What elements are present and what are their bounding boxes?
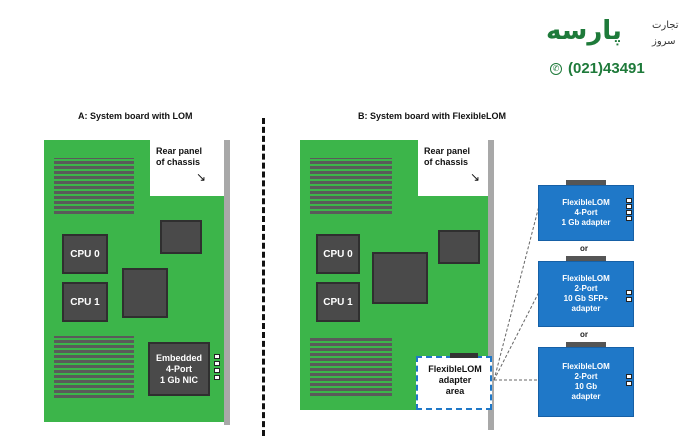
- right-cpu1: CPU 1: [316, 282, 360, 322]
- left-rear-arrow-icon: ↘: [196, 170, 207, 184]
- left-chassis-panel: [224, 140, 230, 425]
- right-adapter-connector: [450, 353, 478, 358]
- flexiblelom-card-3: FlexibleLOM 2-Port 10 Gb adapter: [538, 347, 634, 417]
- flexiblelom-card-2: FlexibleLOM 2-Port 10 Gb SFP+ adapter: [538, 261, 634, 327]
- phone-icon: ✆: [550, 63, 562, 75]
- leader-lines: [493, 201, 541, 381]
- brand-name: پارسه: [546, 16, 622, 46]
- left-rear-notch: [150, 140, 224, 196]
- flexiblelom-card-1: FlexibleLOM 4-Port 1 Gb adapter: [538, 185, 634, 241]
- left-title: A: System board with LOM: [78, 111, 193, 121]
- or-label-2: or: [580, 330, 588, 339]
- right-dimm-bank-bottom: [310, 336, 392, 396]
- right-title: B: System board with FlexibleLOM: [358, 111, 507, 121]
- right-chassis-panel: [488, 140, 494, 430]
- left-embedded-nic: Embedded 4-Port 1 Gb NIC: [148, 342, 210, 396]
- right-rear-arrow-icon: ↘: [470, 170, 481, 184]
- left-dimm-bank-bottom: [54, 336, 134, 398]
- left-chip-small: [160, 220, 202, 254]
- card-connector-1: [566, 180, 606, 185]
- left-dimm-bank-top: [54, 158, 134, 214]
- right-chip-large: [372, 252, 428, 304]
- brand-subtitle-1: تجارت: [652, 20, 679, 31]
- card1-ports: [626, 198, 632, 221]
- left-cpu0: CPU 0: [62, 234, 108, 274]
- divider: [262, 118, 265, 436]
- brand-subtitle-2: سروز: [652, 36, 676, 47]
- phone-number: (021)43491: [568, 60, 645, 77]
- card3-ports: [626, 374, 632, 386]
- right-rear-notch: [418, 140, 488, 196]
- brand-logo: پارسه تجارت سروز ✆ (021)43491: [540, 14, 680, 84]
- right-dimm-bank-top: [310, 158, 392, 214]
- left-rear-panel-label: Rear panel of chassis: [156, 146, 203, 167]
- card-connector-2: [566, 256, 606, 261]
- right-rear-panel-label: Rear panel of chassis: [424, 146, 471, 167]
- card-connector-3: [566, 342, 606, 347]
- or-label-1: or: [580, 244, 588, 253]
- right-adapter-area: [416, 356, 492, 410]
- right-cpu0: CPU 0: [316, 234, 360, 274]
- left-nic-ports: [214, 354, 220, 380]
- right-adapter-label: FlexibleLOM adapter area: [428, 364, 482, 396]
- left-chip-large: [122, 268, 168, 318]
- right-chip-small: [438, 230, 480, 264]
- left-cpu1: CPU 1: [62, 282, 108, 322]
- card2-ports: [626, 290, 632, 302]
